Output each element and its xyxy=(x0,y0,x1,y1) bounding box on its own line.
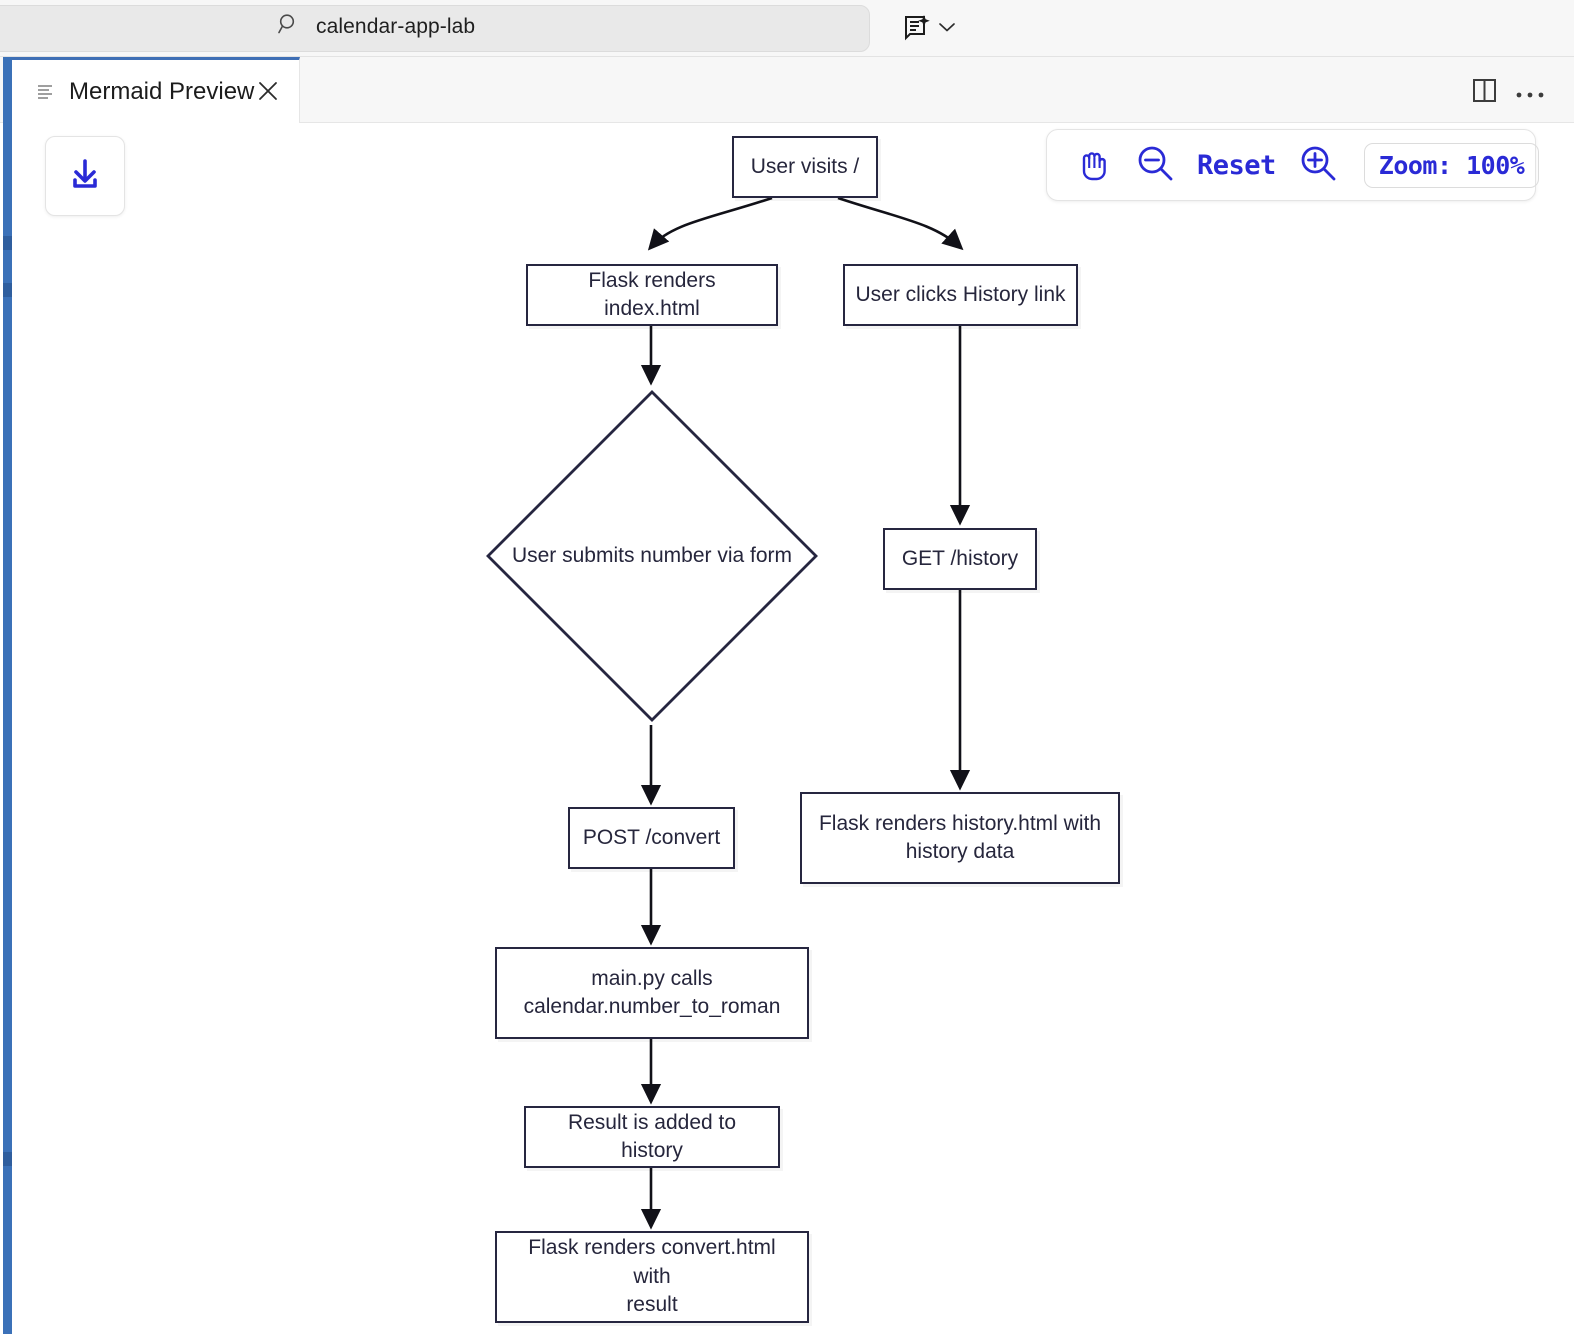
zoom-level-readout: Zoom: 100% xyxy=(1363,142,1540,188)
flowchart-node-result-added[interactable]: Result is added to history xyxy=(524,1106,780,1168)
editor-tab-strip: Mermaid Preview xyxy=(0,57,1574,123)
node-label-line: Flask renders history.html with xyxy=(818,811,1102,835)
download-button[interactable] xyxy=(45,136,125,216)
window-titlebar: calendar-app-lab xyxy=(0,0,1574,57)
activity-bar-strip xyxy=(3,57,12,1334)
download-icon xyxy=(64,153,106,200)
search-value: calendar-app-lab xyxy=(316,15,476,38)
node-label-line: result xyxy=(626,1293,678,1317)
flowchart-node-history-link[interactable]: User clicks History link xyxy=(843,264,1078,326)
flowchart-node-user-visits[interactable]: User visits / xyxy=(732,136,878,198)
node-label: GET /history xyxy=(901,546,1019,570)
pan-hand-icon[interactable] xyxy=(1071,144,1113,186)
reset-button[interactable]: Reset xyxy=(1197,149,1276,181)
activity-strip-marker xyxy=(3,283,12,297)
more-actions-icon[interactable] xyxy=(1516,86,1544,98)
node-label: Flask renders index.html xyxy=(588,268,716,320)
flowchart-node-flask-history[interactable]: Flask renders history.html with history … xyxy=(800,792,1120,884)
flowchart-node-post-convert[interactable]: POST /convert xyxy=(568,807,735,869)
node-label: User clicks History link xyxy=(855,282,1066,306)
flowchart-node-flask-index[interactable]: Flask renders index.html xyxy=(526,264,778,326)
node-label-line: calendar.number_to_roman xyxy=(523,995,781,1018)
node-label-line: Flask renders convert.html with xyxy=(528,1236,776,1288)
node-label: Result is added to history xyxy=(567,1110,737,1162)
mermaid-preview-canvas[interactable]: Reset Zoom: 100% xyxy=(12,123,1574,1334)
node-label-line: history data xyxy=(905,840,1015,863)
zoom-in-icon[interactable] xyxy=(1296,143,1340,187)
diamond-shape xyxy=(486,390,818,722)
close-icon[interactable] xyxy=(257,80,279,102)
node-label: POST /convert xyxy=(582,825,721,849)
node-label: User visits / xyxy=(750,154,860,178)
copilot-sparkle-icon[interactable] xyxy=(903,14,931,42)
flowchart-node-flask-convert[interactable]: Flask renders convert.html with result xyxy=(495,1231,809,1323)
flowchart-edges xyxy=(640,196,971,1230)
zoom-controls-panel: Reset Zoom: 100% xyxy=(1046,129,1540,201)
node-label-line: main.py calls xyxy=(591,966,713,990)
activity-strip-marker xyxy=(3,236,12,250)
node-label: User submits number via form xyxy=(511,544,793,567)
activity-strip-marker xyxy=(3,1152,12,1166)
flowchart-node-get-history[interactable]: GET /history xyxy=(883,528,1037,590)
split-editor-icon[interactable] xyxy=(1472,78,1497,103)
chevron-down-icon[interactable] xyxy=(938,20,956,32)
tab-label: Mermaid Preview xyxy=(69,77,255,105)
flowchart-node-main-py-calls[interactable]: main.py calls calendar.number_to_roman xyxy=(495,947,809,1039)
flowchart-node-user-submits-decision[interactable]: User submits number via form xyxy=(483,387,821,725)
preview-lines-icon xyxy=(35,82,55,102)
tab-mermaid-preview[interactable]: Mermaid Preview xyxy=(11,57,300,123)
search-input[interactable] xyxy=(0,5,870,52)
zoom-out-icon[interactable] xyxy=(1133,143,1177,187)
flowchart-nodes: User visits / Flask renders index.html U… xyxy=(12,123,1574,1334)
search-icon xyxy=(278,13,300,35)
